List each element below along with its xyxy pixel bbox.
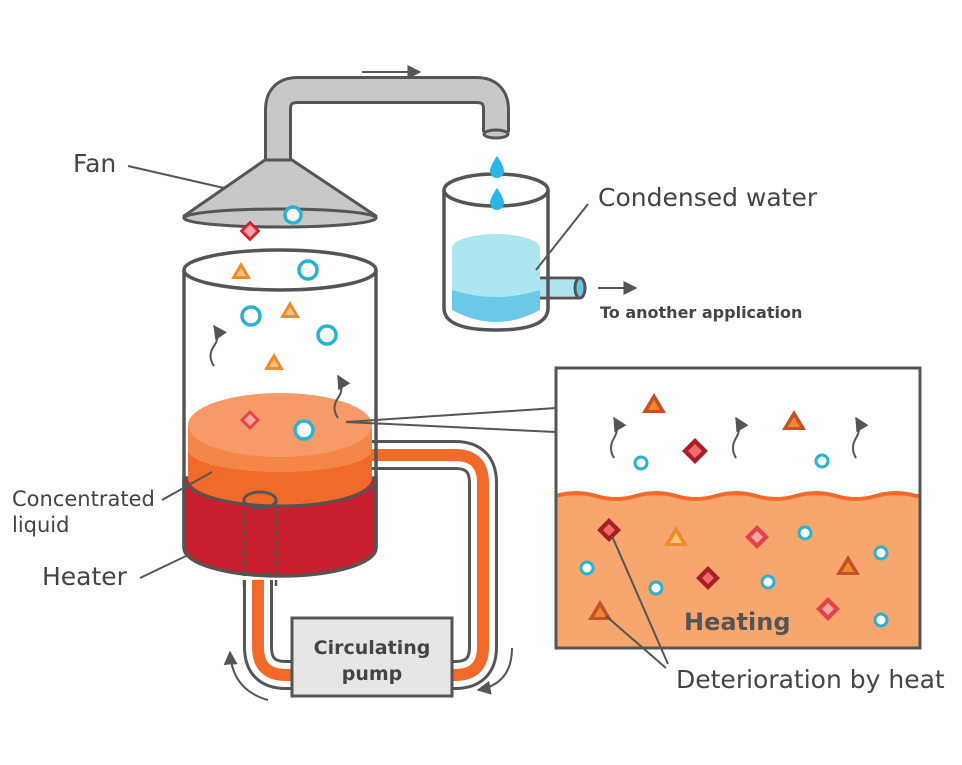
particle-circle xyxy=(873,612,889,628)
deterioration-label: Deterioration by heat xyxy=(676,665,945,694)
deterioration-leader xyxy=(605,615,667,669)
condensed-water-label: Condensed water xyxy=(598,183,818,212)
fan-label: Fan xyxy=(73,149,116,178)
circulation-arrow xyxy=(223,650,269,701)
particle-circle xyxy=(297,259,319,281)
particle-circle xyxy=(316,324,338,346)
particle-circle xyxy=(633,455,649,471)
particle-circle xyxy=(814,453,830,469)
vapor-wisp xyxy=(333,374,351,419)
heating-detail-panel xyxy=(554,366,922,650)
to-another-application-label: To another application xyxy=(600,303,802,322)
zoom-line xyxy=(345,407,557,423)
heater-leader xyxy=(139,555,187,579)
circulating-pump-label-line2: pump xyxy=(342,663,403,685)
vapor-duct xyxy=(264,76,510,165)
water-drop xyxy=(490,156,504,178)
circulation-arrow xyxy=(476,647,513,695)
fan-hood xyxy=(182,158,378,229)
condensed-water-container xyxy=(442,172,587,332)
particle-circle xyxy=(873,545,889,561)
concentrated-liquid-leader xyxy=(161,471,213,501)
water-drop xyxy=(490,188,504,210)
vapor-wisp xyxy=(610,416,627,459)
circulation-pipe xyxy=(243,440,498,690)
circulating-pump xyxy=(290,616,454,698)
concentrated-liquid-label-line1: Concentrated xyxy=(12,487,155,511)
particle-circle xyxy=(293,419,315,441)
zoom-line xyxy=(345,421,557,433)
particle-circle xyxy=(760,574,776,590)
vapor-wisp xyxy=(209,324,227,367)
vapor-wisp xyxy=(852,416,869,459)
particle-circle xyxy=(240,305,262,327)
heater-label: Heater xyxy=(42,562,128,591)
evaporator-tank xyxy=(182,248,378,590)
concentrated-liquid-label-line2: liquid xyxy=(12,513,69,537)
heating-label: Heating xyxy=(684,608,791,636)
fan-leader xyxy=(127,165,225,189)
deterioration-leader xyxy=(611,535,669,665)
vapor-wisp xyxy=(732,416,749,459)
particle-circle xyxy=(579,560,595,576)
particle-circle xyxy=(648,580,664,596)
particle-circle xyxy=(283,205,303,225)
condensed-water-leader xyxy=(535,203,589,271)
particle-circle xyxy=(797,525,813,541)
circulating-pump-label-line1: Circulating xyxy=(314,637,431,659)
